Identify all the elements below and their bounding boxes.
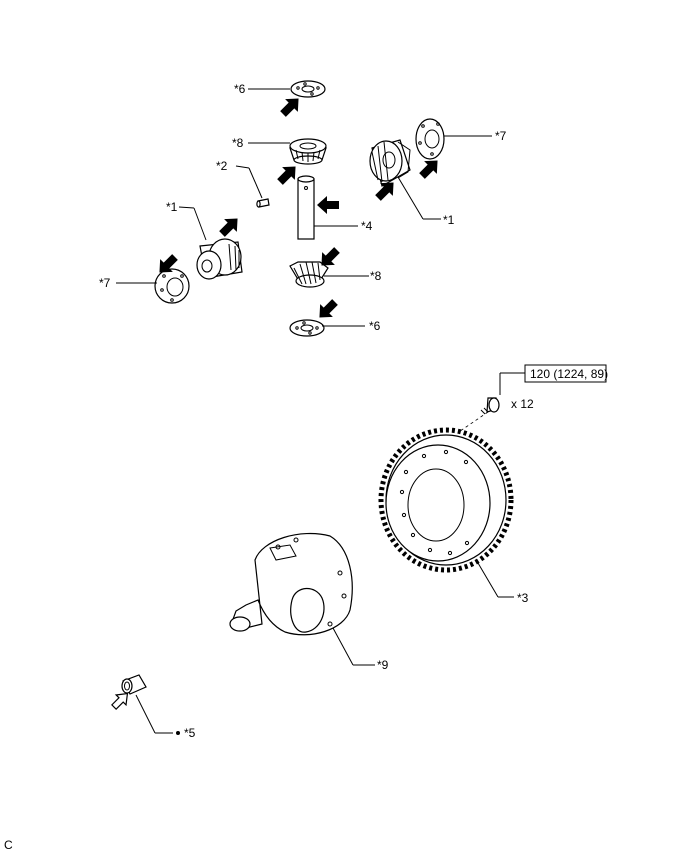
grease-arrow-icon xyxy=(215,212,244,241)
label-2: *2 xyxy=(216,159,228,173)
pinion-shaft-pin xyxy=(256,198,270,208)
pinion-gear-bottom xyxy=(289,261,329,288)
outline-arrow-icon xyxy=(111,692,129,710)
label-1-right: *1 xyxy=(443,213,455,227)
label-5: *5 xyxy=(184,726,196,740)
grease-arrow-icon xyxy=(317,196,339,214)
pinion-shaft xyxy=(297,175,315,240)
label-6-top: *6 xyxy=(234,82,246,96)
side-gear-right xyxy=(369,139,411,187)
thrust-washer-top xyxy=(290,80,326,98)
label-1-left: *1 xyxy=(166,200,178,214)
label-4: *4 xyxy=(361,219,373,233)
label-9: *9 xyxy=(377,658,389,672)
corner-mark: C xyxy=(4,838,13,852)
thrust-washer-right xyxy=(415,118,445,160)
label-7-left: *7 xyxy=(99,276,111,290)
side-gear-left xyxy=(196,238,243,280)
label-8-bottom: *8 xyxy=(370,269,382,283)
grease-arrow-icon xyxy=(313,295,342,324)
new-part-dot-icon xyxy=(176,731,180,735)
thrust-washer-left xyxy=(154,268,190,304)
torque-spec: 120 (1224, 89) xyxy=(530,367,608,381)
bolt-quantity: x 12 xyxy=(511,397,534,411)
thrust-washer-bottom xyxy=(289,319,325,337)
label-6-bottom: *6 xyxy=(369,319,381,333)
pinion-gear-top xyxy=(289,138,327,165)
differential-case xyxy=(229,532,353,636)
ring-gear xyxy=(378,427,514,573)
bushing xyxy=(121,674,147,695)
label-3: *3 xyxy=(517,591,529,605)
label-7-right: *7 xyxy=(495,129,507,143)
label-8-top: *8 xyxy=(232,136,244,150)
ring-gear-bolt xyxy=(480,397,500,415)
